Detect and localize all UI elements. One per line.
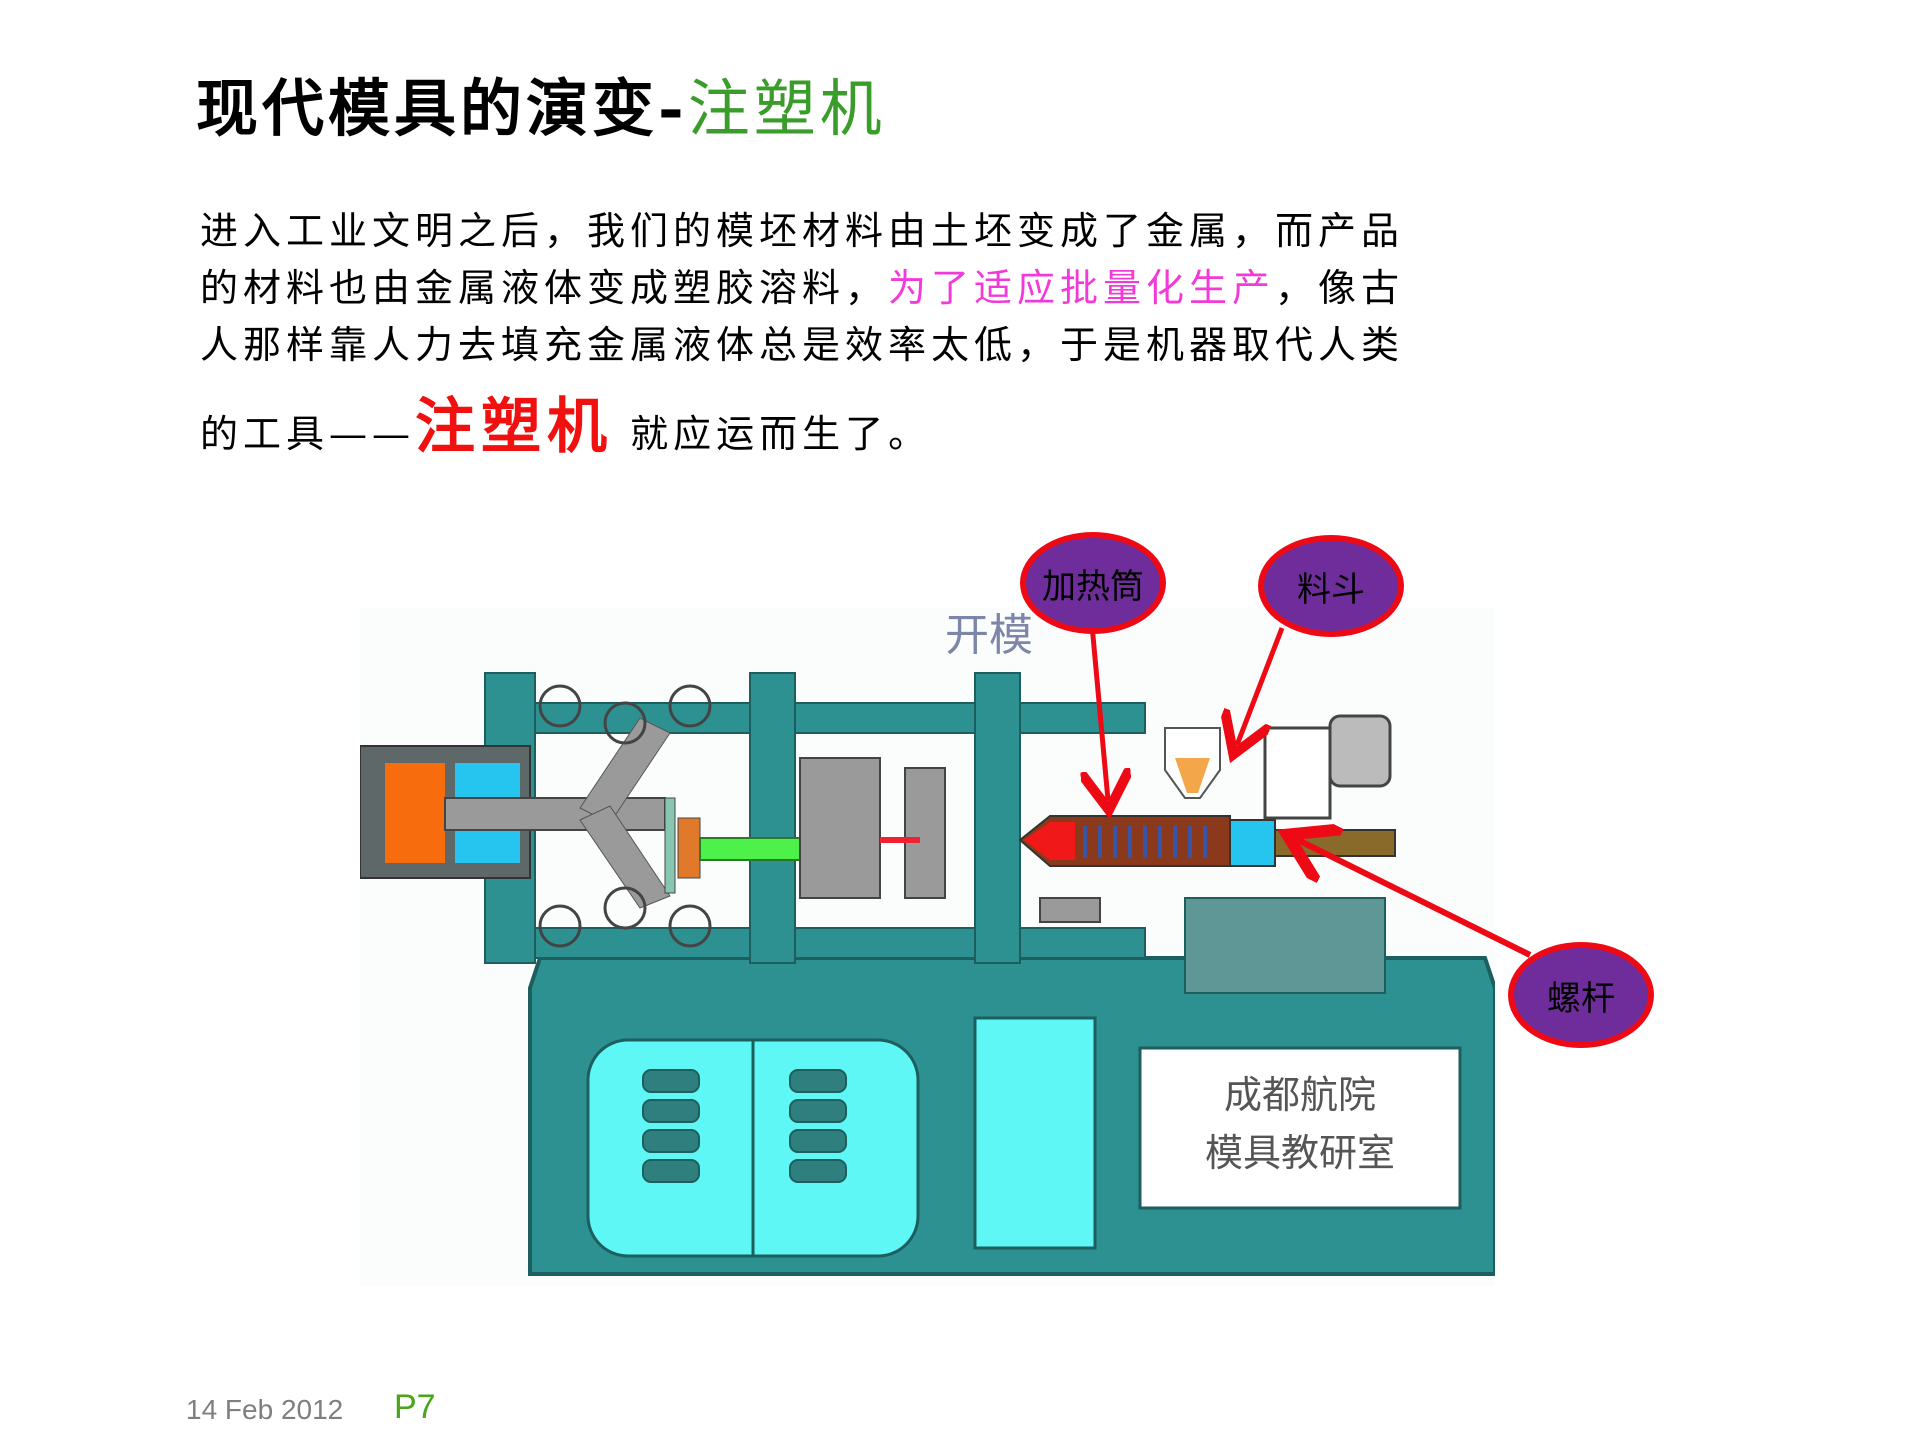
body-emphasis-red: 注塑机 xyxy=(415,392,614,462)
callout-hopper: 料斗 xyxy=(1258,535,1404,637)
body-line-4-end: 就应运而生了。 xyxy=(613,412,932,456)
arrow-screw xyxy=(1298,840,1532,958)
footer-page-number: P7 xyxy=(394,1388,436,1426)
body-line-4: 的工具——注塑机 就应运而生了。 xyxy=(200,378,1570,465)
body-line-4-start: 的工具—— xyxy=(200,412,416,456)
body-line-3: 人那样靠人力去填充金属液体总是效率太低，于是机器取代人类 xyxy=(200,323,1405,367)
title-highlight: 注塑机 xyxy=(687,72,886,145)
callout-heating-barrel: 加热筒 xyxy=(1020,532,1166,634)
body-line-2-end: ，像古 xyxy=(1275,266,1405,310)
callout-screw: 螺杆 xyxy=(1508,942,1654,1048)
body-line-2: 的材料也由金属液体变成塑胶溶料，为了适应批量化生产，像古 xyxy=(200,257,1570,312)
title-main: 现代模具的演变- xyxy=(196,72,688,145)
arrow-heating-barrel xyxy=(1092,624,1108,800)
body-line-2-start: 的材料也由金属液体变成塑胶溶料， xyxy=(200,266,889,310)
body-emphasis-pink: 为了适应批量化生产 xyxy=(888,266,1276,310)
footer-date: 14 Feb 2012 xyxy=(186,1394,344,1425)
arrow-hopper xyxy=(1237,627,1285,745)
machine-illustration: 成都航院 模具教研室 开模 xyxy=(359,608,1497,1286)
body-line-1: 进入工业文明之后，我们的模坯材料由土坯变成了金属，而产品 xyxy=(200,209,1405,253)
plate-line-2: 模具教研室 xyxy=(1205,1133,1395,1175)
injection-machine-diagram: 成都航院 模具教研室 开模 xyxy=(359,608,1497,1286)
slide-title: 现代模具的演变-注塑机 xyxy=(196,58,886,148)
diagram-header-label: 开模 xyxy=(945,611,1033,660)
plate-line-1: 成都航院 xyxy=(1224,1075,1376,1117)
